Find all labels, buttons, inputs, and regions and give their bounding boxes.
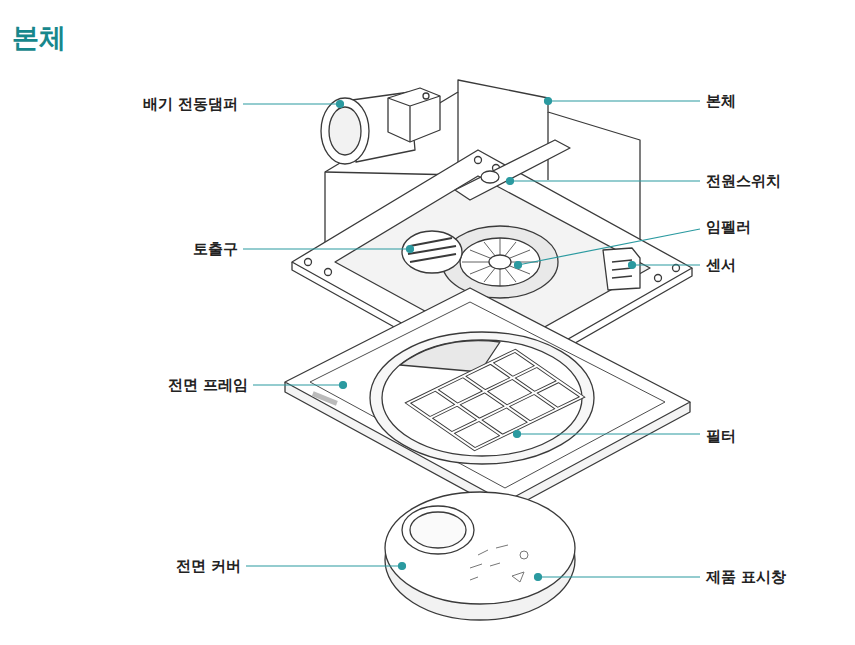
cover-button [410, 512, 466, 548]
sensor [603, 248, 640, 290]
impeller-hub [489, 255, 511, 269]
impeller-blades [462, 238, 538, 286]
damper-mouth [321, 98, 369, 164]
part-label: 센서 [706, 256, 736, 274]
frame-opening [370, 332, 594, 464]
power-switch [481, 171, 499, 183]
damper-motor [388, 88, 440, 142]
switch-bracket [455, 140, 570, 200]
part-label: 배기 전동댐퍼 [143, 95, 238, 113]
part-label: 토출구 [193, 240, 238, 258]
filter [405, 349, 585, 451]
frame-ring [382, 340, 582, 456]
front-cover [385, 492, 575, 604]
frame-logo [312, 391, 338, 405]
cover-ring [402, 506, 474, 554]
outlet [402, 231, 462, 273]
part-label: 전면 커버 [176, 557, 241, 575]
part-label: 본체 [706, 92, 736, 110]
damper-inner [329, 107, 361, 155]
part-label: 제품 표시창 [706, 568, 786, 586]
part-label: 전면 프레임 [168, 376, 248, 394]
part-label: 임펠러 [706, 218, 751, 236]
motor-edge [388, 96, 440, 142]
part-label: 필터 [706, 427, 736, 445]
impeller-housing [442, 226, 558, 298]
leader-lines [243, 98, 700, 581]
impeller [460, 238, 540, 286]
page-title: 본체 [12, 20, 66, 56]
part-label: 전원스위치 [706, 172, 781, 190]
display-icons [470, 545, 528, 582]
outlet-louver [408, 238, 456, 262]
frame-bevel [310, 302, 665, 488]
screw [423, 93, 429, 99]
front-frame [285, 288, 690, 502]
